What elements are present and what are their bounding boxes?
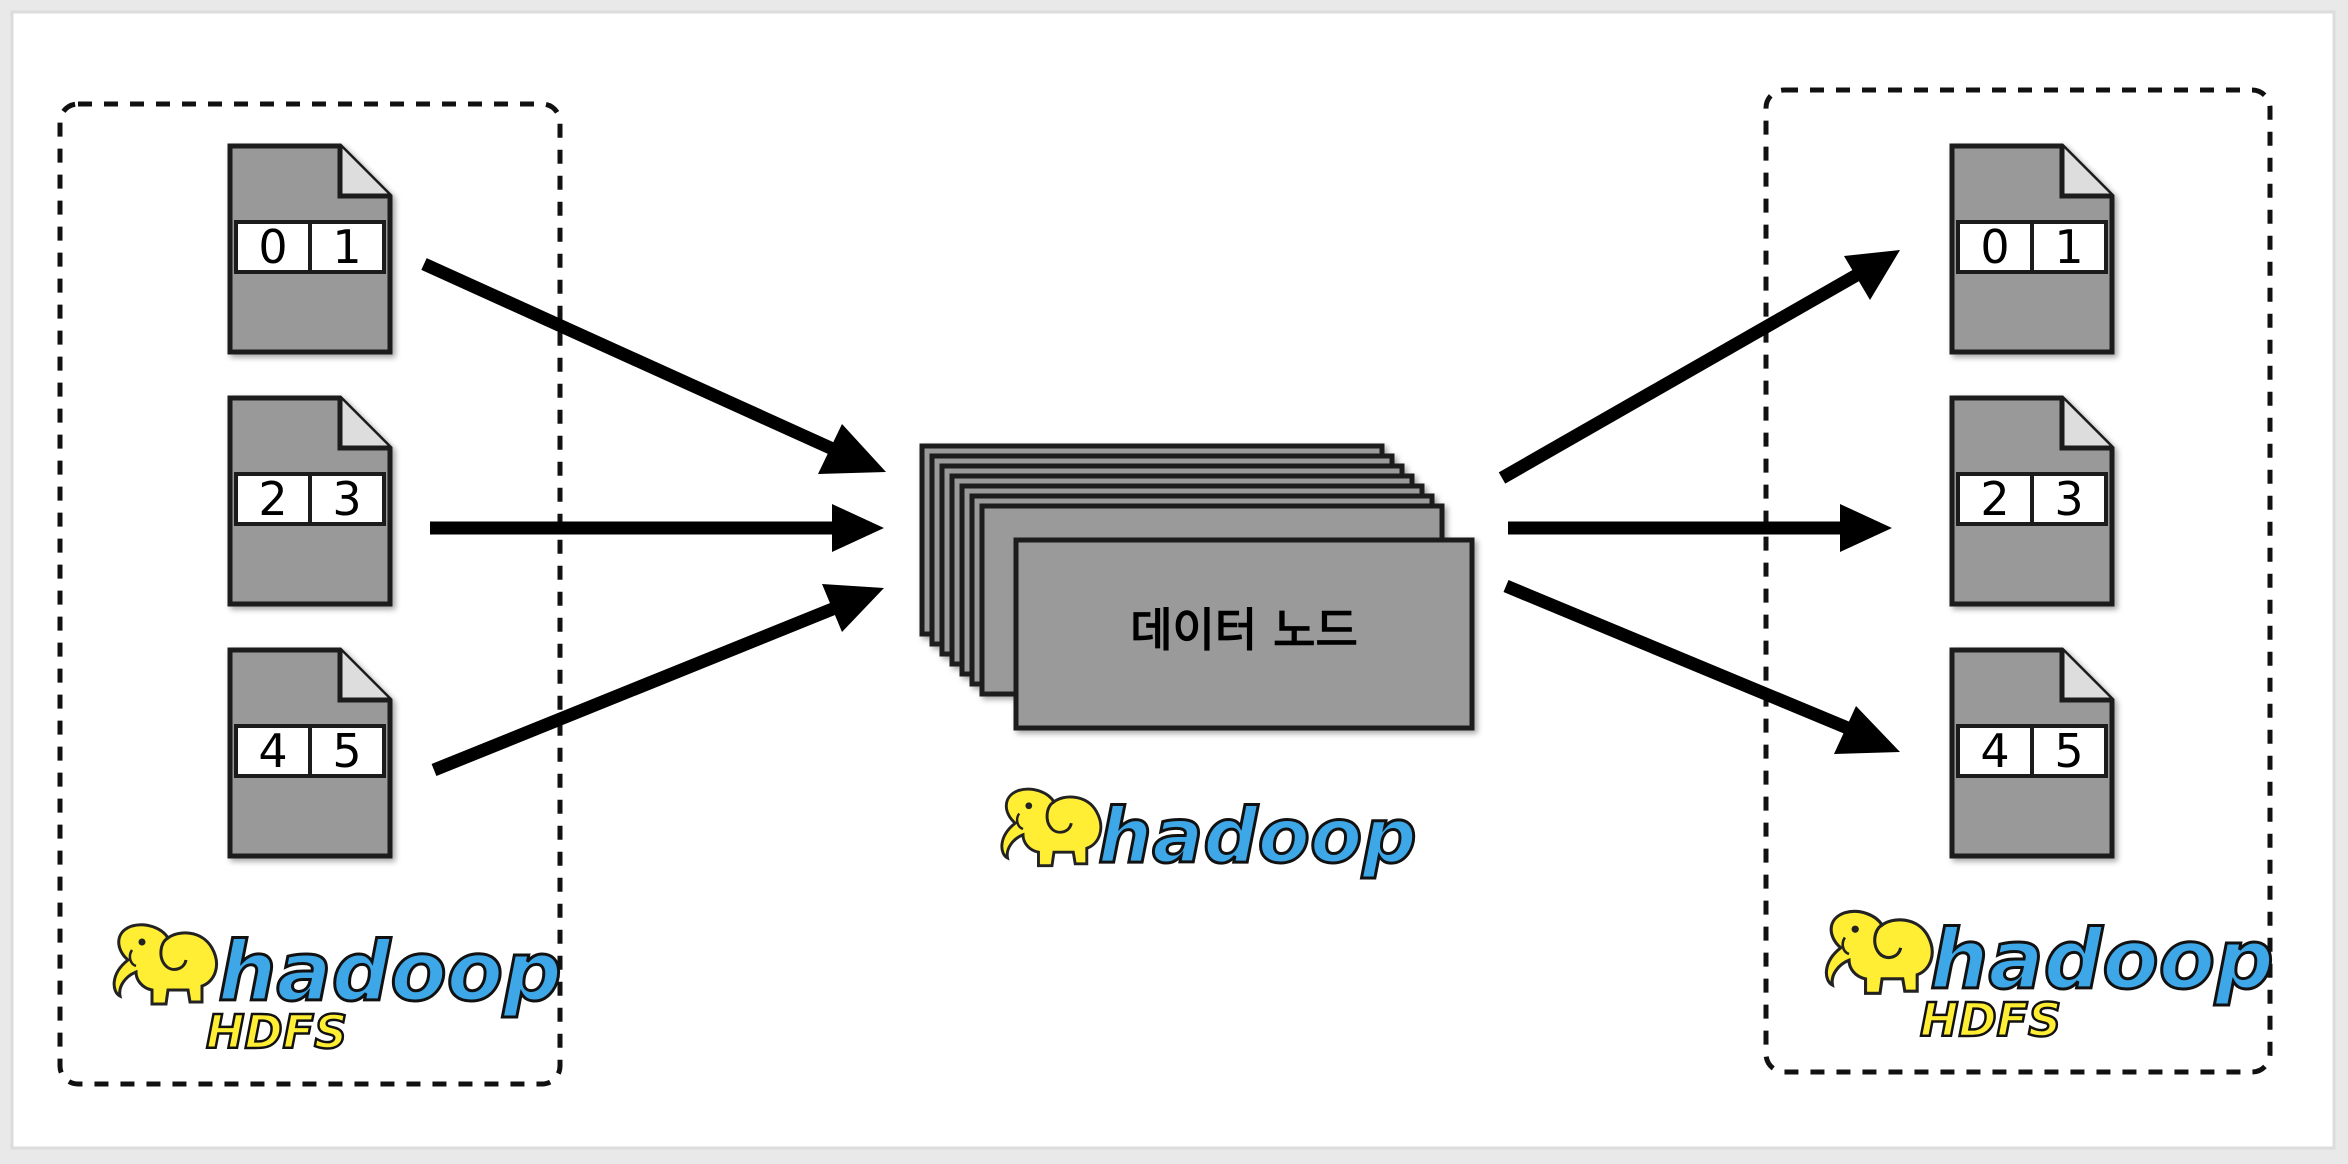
file-cell: 3 [332, 472, 361, 526]
arrowhead-icon [1834, 706, 1900, 754]
output-group-border [1763, 87, 2273, 1075]
file-cell: 0 [258, 220, 287, 274]
file-cell: 4 [1980, 724, 2009, 778]
file-cell: 4 [258, 724, 287, 778]
input-file-2: 4 5 [227, 647, 393, 859]
hadoop-hdfs-logo-right: hadoop HDFS [1824, 909, 2275, 1048]
data-node-stack: 데이터 노드 [919, 443, 1475, 731]
arrow-line [1503, 579, 1865, 741]
file-cell: 0 [1980, 220, 2009, 274]
arrowhead-icon [822, 584, 884, 632]
input-arrows [421, 258, 886, 777]
hadoop-logo-center: hadoop [1000, 787, 1418, 882]
output-file-1: 2 3 [1949, 395, 2115, 607]
arrowhead-icon [1840, 504, 1892, 552]
data-node-front [1013, 537, 1475, 731]
arrow-line [1498, 266, 1866, 484]
data-node-label: 데이터 노드 [1130, 603, 1358, 657]
input-hdfs-group [57, 101, 563, 1087]
logo-subtitle: HDFS [1920, 993, 2061, 1047]
input-file-0: 0 1 [227, 143, 393, 355]
logo-wordmark: hadoop [1930, 913, 2274, 1008]
input-file-1: 2 3 [227, 395, 393, 607]
logo-wordmark: hadoop [1098, 791, 1417, 880]
hadoop-hdfs-logo-left: hadoop HDFS [112, 923, 563, 1060]
file-cell: 2 [258, 472, 287, 526]
output-hdfs-group [1763, 87, 2273, 1075]
arrowhead-icon [1844, 250, 1900, 300]
file-cell: 2 [1980, 472, 2009, 526]
file-cell: 1 [332, 220, 361, 274]
output-file-2: 4 5 [1949, 647, 2115, 859]
arrowhead-icon [818, 424, 886, 474]
output-arrows [1498, 250, 1900, 754]
file-cell: 3 [2054, 472, 2083, 526]
input-group-border [57, 101, 563, 1087]
arrow-line [431, 599, 843, 777]
file-cell: 5 [2054, 724, 2083, 778]
arrowhead-icon [832, 504, 884, 552]
logo-wordmark: hadoop [218, 925, 562, 1020]
logo-subtitle: HDFS [206, 1005, 347, 1059]
file-cell: 5 [332, 724, 361, 778]
output-file-0: 0 1 [1949, 143, 2115, 355]
arrow-line [421, 258, 849, 461]
file-cell: 1 [2054, 220, 2083, 274]
